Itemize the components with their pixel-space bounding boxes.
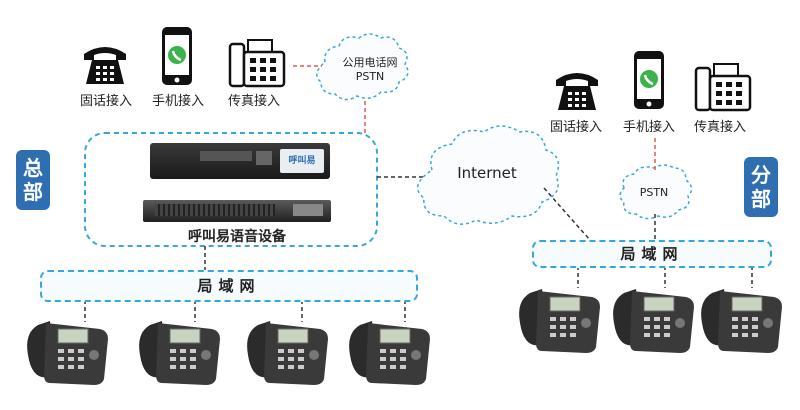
branch-landline-label: 固话接入: [549, 120, 602, 135]
branch-mobile-label: 手机接入: [622, 120, 675, 135]
hq-landline-label: 固话接入: [79, 94, 132, 109]
hq-landline-phone-icon: [80, 40, 130, 90]
branch-ip-phone-2: [608, 283, 698, 357]
hq-pstn-cloud: [316, 33, 409, 101]
hq-device-box: [84, 132, 378, 247]
branch-lan-label: 局域网: [620, 245, 684, 263]
voice-device-label: 呼叫易语音设备: [188, 229, 286, 245]
hq-lan-bar: 局域网: [40, 270, 418, 302]
hq-mobile-phone-icon: [160, 26, 194, 90]
hq-mobile-label: 手机接入: [151, 94, 204, 109]
branch-lan-bar: 局域网: [532, 240, 772, 268]
hq-badge-char-2: 部: [23, 180, 43, 204]
internet-label: Internet: [457, 164, 517, 182]
hq-pstn-label: 公用电话网 PSTN: [325, 56, 415, 84]
device-brand-logo: 呼叫易: [280, 149, 324, 173]
branch-badge-char-2: 部: [751, 187, 771, 211]
hq-ip-phone-4: [344, 315, 434, 389]
branch-pstn-cloud: [619, 164, 693, 220]
internet-cloud: [416, 125, 560, 225]
hq-ip-phone-2: [134, 315, 224, 389]
branch-badge-char-1: 分: [751, 163, 771, 187]
branch-fax-label: 传真接入: [693, 120, 746, 135]
hq-pstn-label-line1: 公用电话网: [342, 56, 398, 69]
branch-fax-icon: [694, 62, 752, 116]
hq-pstn-label-line2: PSTN: [355, 70, 385, 83]
branch-ip-phone-1: [514, 283, 604, 357]
hq-ip-phone-3: [242, 315, 332, 389]
branch-landline-phone-icon: [552, 66, 602, 116]
hq-ip-phone-1: [22, 315, 112, 389]
branch-mobile-phone-icon: [632, 50, 666, 114]
branch-badge: 分 部: [744, 157, 778, 217]
branch-pstn-label: PSTN: [639, 186, 669, 199]
branch-ip-phone-3: [696, 283, 786, 357]
hq-badge-char-1: 总: [23, 156, 43, 180]
server-device: [143, 200, 331, 222]
voice-gateway-device: 呼叫易: [150, 143, 330, 179]
hq-fax-label: 传真接入: [227, 94, 280, 109]
hq-lan-label: 局域网: [197, 277, 261, 295]
hq-fax-icon: [228, 38, 286, 92]
hq-badge: 总 部: [16, 150, 50, 210]
